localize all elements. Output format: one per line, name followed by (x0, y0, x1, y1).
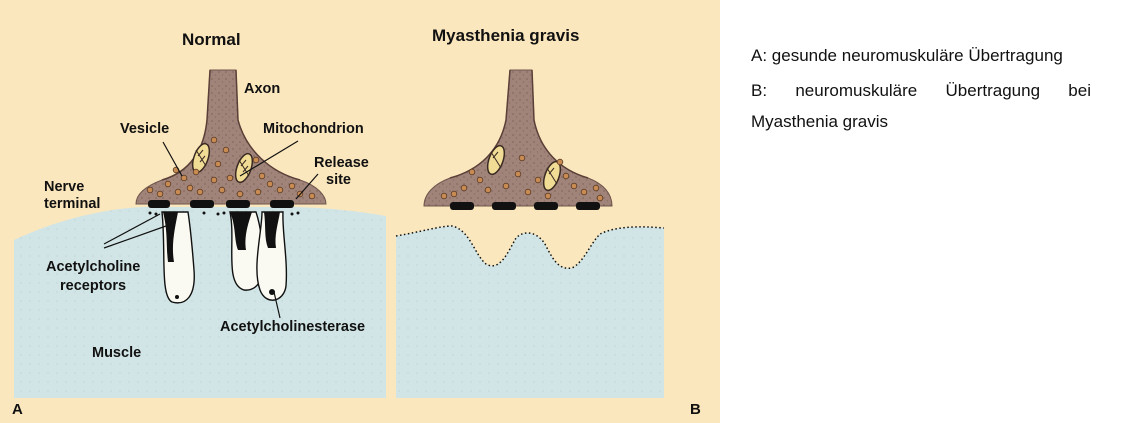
label-axon: Axon (244, 81, 280, 97)
label-acetylcholinesterase: Acetylcholinesterase (220, 319, 365, 335)
label-nerve-terminal-line2: terminal (44, 196, 100, 212)
label-vesicle: Vesicle (120, 121, 169, 137)
panel-b-title: Myasthenia gravis (432, 26, 579, 45)
panel-a-corner-label: A (12, 401, 23, 418)
figure-caption: A: gesunde neuromuskuläre Übertragung B:… (751, 40, 1091, 141)
neuromuscular-junction-figure: Normal Axon Vesicle Mitochondrion Releas… (0, 0, 720, 423)
panel-a-title: Normal (182, 30, 241, 49)
label-release-site-line1: Release (314, 155, 369, 171)
label-muscle: Muscle (92, 345, 141, 361)
label-mitochondrion: Mitochondrion (263, 121, 364, 137)
panel-b-corner-label: B (690, 401, 701, 418)
caption-line-b: B: neuromuskuläre Übertragung bei Myasth… (751, 75, 1091, 137)
label-release-site-line2: site (326, 172, 351, 188)
label-ach-receptors-line1: Acetylcholine (46, 259, 140, 275)
label-ach-receptors-line2: receptors (60, 278, 126, 294)
caption-line-a: A: gesunde neuromuskuläre Übertragung (751, 40, 1091, 71)
label-nerve-terminal-line1: Nerve (44, 179, 84, 195)
